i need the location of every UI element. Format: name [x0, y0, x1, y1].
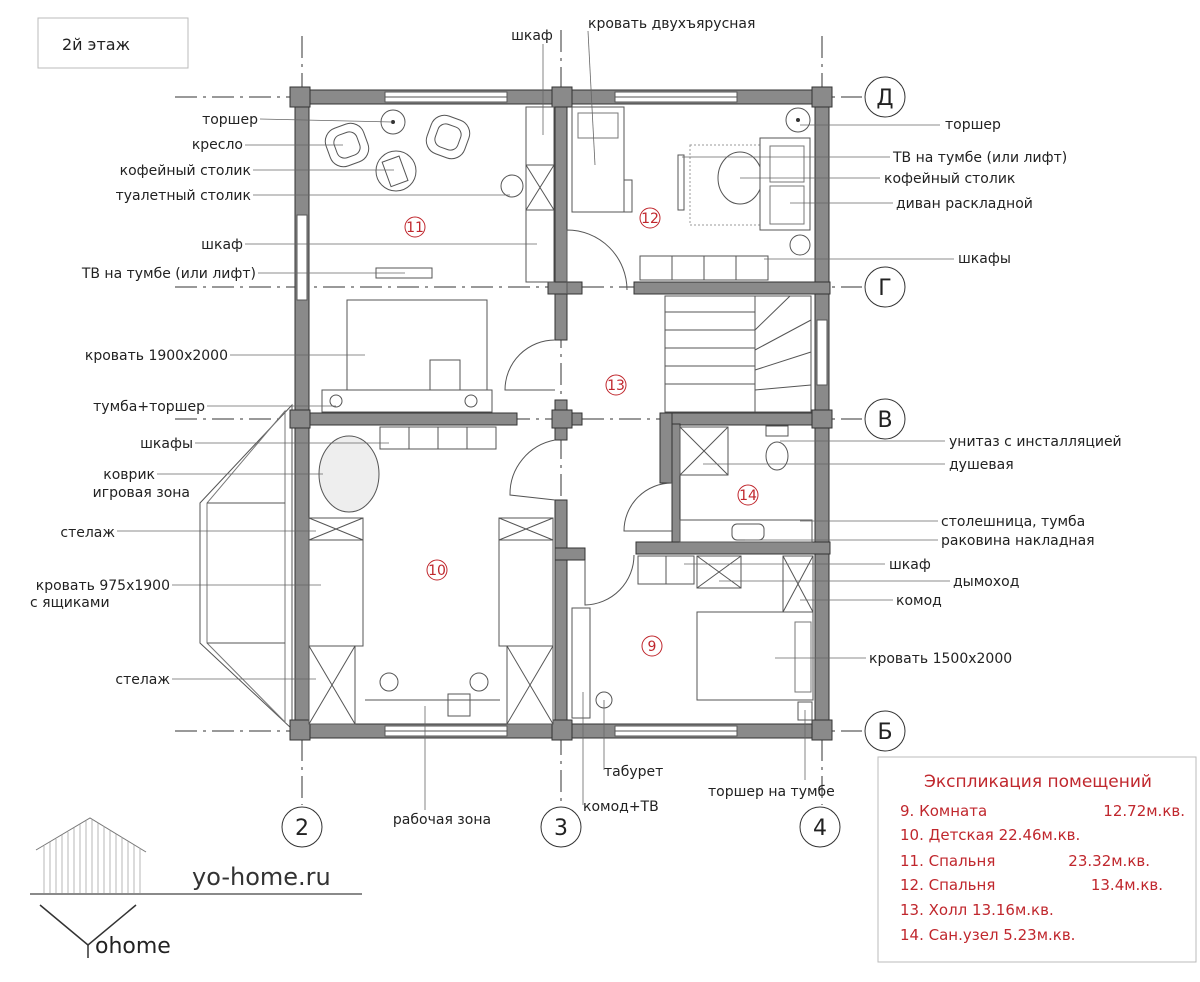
label-coffee-11: кофейный столик: [120, 163, 251, 179]
legend-area-11: 23.32м.кв.: [1068, 852, 1150, 870]
room-10-furniture: [308, 426, 554, 725]
axis-label-v: В: [877, 408, 892, 433]
label-toilet-table: туалетный столик: [116, 188, 251, 204]
label-kovrik-2: игровая зона: [93, 485, 190, 501]
axis-bubble-v: [864, 398, 906, 440]
label-taburet: табурет: [604, 764, 663, 780]
legend-item-9: 9. Комната: [900, 802, 987, 820]
label-shkafy-12: шкафы: [958, 251, 1011, 267]
label-stelazh-2: стелаж: [115, 672, 170, 688]
floor-title-box: [37, 17, 189, 69]
label-toilet: унитаз с инсталляцией: [949, 434, 1122, 450]
logo-text: ohome: [95, 934, 171, 959]
label-tumba-torsher: тумба+торшер: [93, 399, 205, 415]
label-bunk-bed: кровать двухъярусная: [588, 16, 755, 32]
axis-label-3: 3: [554, 816, 568, 841]
room-number-13: 13: [607, 378, 625, 394]
staircase: [664, 295, 812, 413]
room-11-furniture: [321, 106, 555, 413]
label-bed-975-1: кровать 975х1900: [36, 578, 170, 594]
axis-label-d: Д: [876, 86, 893, 111]
label-bed-975-2: с ящиками: [30, 595, 110, 611]
label-shower: душевая: [949, 457, 1014, 473]
room-12-furniture: [571, 106, 811, 281]
legend-item-10: 10. Детская 22.46м.кв.: [900, 826, 1080, 844]
label-stelazh-1: стелаж: [60, 525, 115, 541]
label-komod-tv: комод+ТВ: [583, 799, 659, 815]
leader-lines: [117, 30, 954, 810]
legend-item-12: 12. Спальня: [900, 876, 995, 894]
label-tv-11: ТВ на тумбе (или лифт): [81, 266, 256, 282]
axis-label-4: 4: [813, 816, 827, 841]
room-number-9: 9: [648, 639, 657, 655]
axis-bubble-b: [864, 710, 906, 752]
label-komod: комод: [896, 593, 942, 609]
label-bed-1900: кровать 1900х2000: [85, 348, 228, 364]
axis-bubble-d: [864, 76, 906, 118]
axis-bubble-4: [799, 806, 841, 848]
legend-area-9: 12.72м.кв.: [1103, 802, 1185, 820]
doors: [504, 229, 673, 606]
label-shkaf-11: шкаф: [201, 237, 243, 253]
axis-bubble-3: [540, 806, 582, 848]
room-number-10: 10: [428, 563, 446, 579]
axis-label-b: Б: [877, 720, 892, 745]
legend-title: Экспликация помещений: [924, 772, 1152, 792]
legend-area-12: 13.4м.кв.: [1091, 876, 1163, 894]
label-shkaf-9: шкаф: [889, 557, 931, 573]
floor-title: 2й этаж: [62, 35, 130, 54]
label-sofa: диван раскладной: [896, 196, 1033, 212]
axis-bubble-g: [864, 266, 906, 308]
windows: [296, 91, 828, 737]
legend-box: Экспликация помещений 9. Комната 12.72м.…: [877, 756, 1197, 963]
label-bed-1500: кровать 1500х2000: [869, 651, 1012, 667]
label-sink: раковина накладная: [941, 533, 1095, 549]
axis-bubble-2: [281, 806, 323, 848]
label-coffee-12: кофейный столик: [884, 171, 1015, 187]
bay-window: [199, 403, 293, 731]
label-kovrik-1: коврик: [103, 467, 155, 483]
label-torsher-11: торшер: [202, 112, 258, 128]
room-numbers: 11 12 13 10 14 9: [404, 207, 759, 657]
label-work-zone: рабочая зона: [393, 812, 491, 828]
room-number-14: 14: [739, 488, 757, 504]
legend-item-11: 11. Спальня: [900, 852, 995, 870]
brand-site: yo-home.ru: [192, 863, 331, 891]
label-kreslo: кресло: [192, 137, 243, 153]
room-14-furniture: [679, 425, 813, 543]
room-number-12: 12: [641, 211, 659, 227]
label-torsher-12: торшер: [945, 117, 1001, 133]
axis-label-2: 2: [295, 816, 309, 841]
room-9-furniture: [571, 555, 814, 721]
brand-logo: ohome yo-home.ru: [30, 817, 362, 959]
label-torsher-tumba: торшер на тумбе: [708, 784, 835, 800]
legend-item-13: 13. Холл 13.16м.кв.: [900, 901, 1054, 919]
room-number-11: 11: [406, 220, 424, 236]
label-chimney: дымоход: [953, 574, 1019, 590]
label-shkaf-top: шкаф: [511, 28, 553, 44]
label-shkafy-10: шкафы: [140, 436, 193, 452]
label-tv-12: ТВ на тумбе (или лифт): [892, 150, 1067, 166]
axis-label-g: Г: [878, 276, 891, 301]
legend-item-14: 14. Сан.узел 5.23м.кв.: [900, 926, 1075, 944]
label-countertop: столешница, тумба: [941, 514, 1085, 530]
